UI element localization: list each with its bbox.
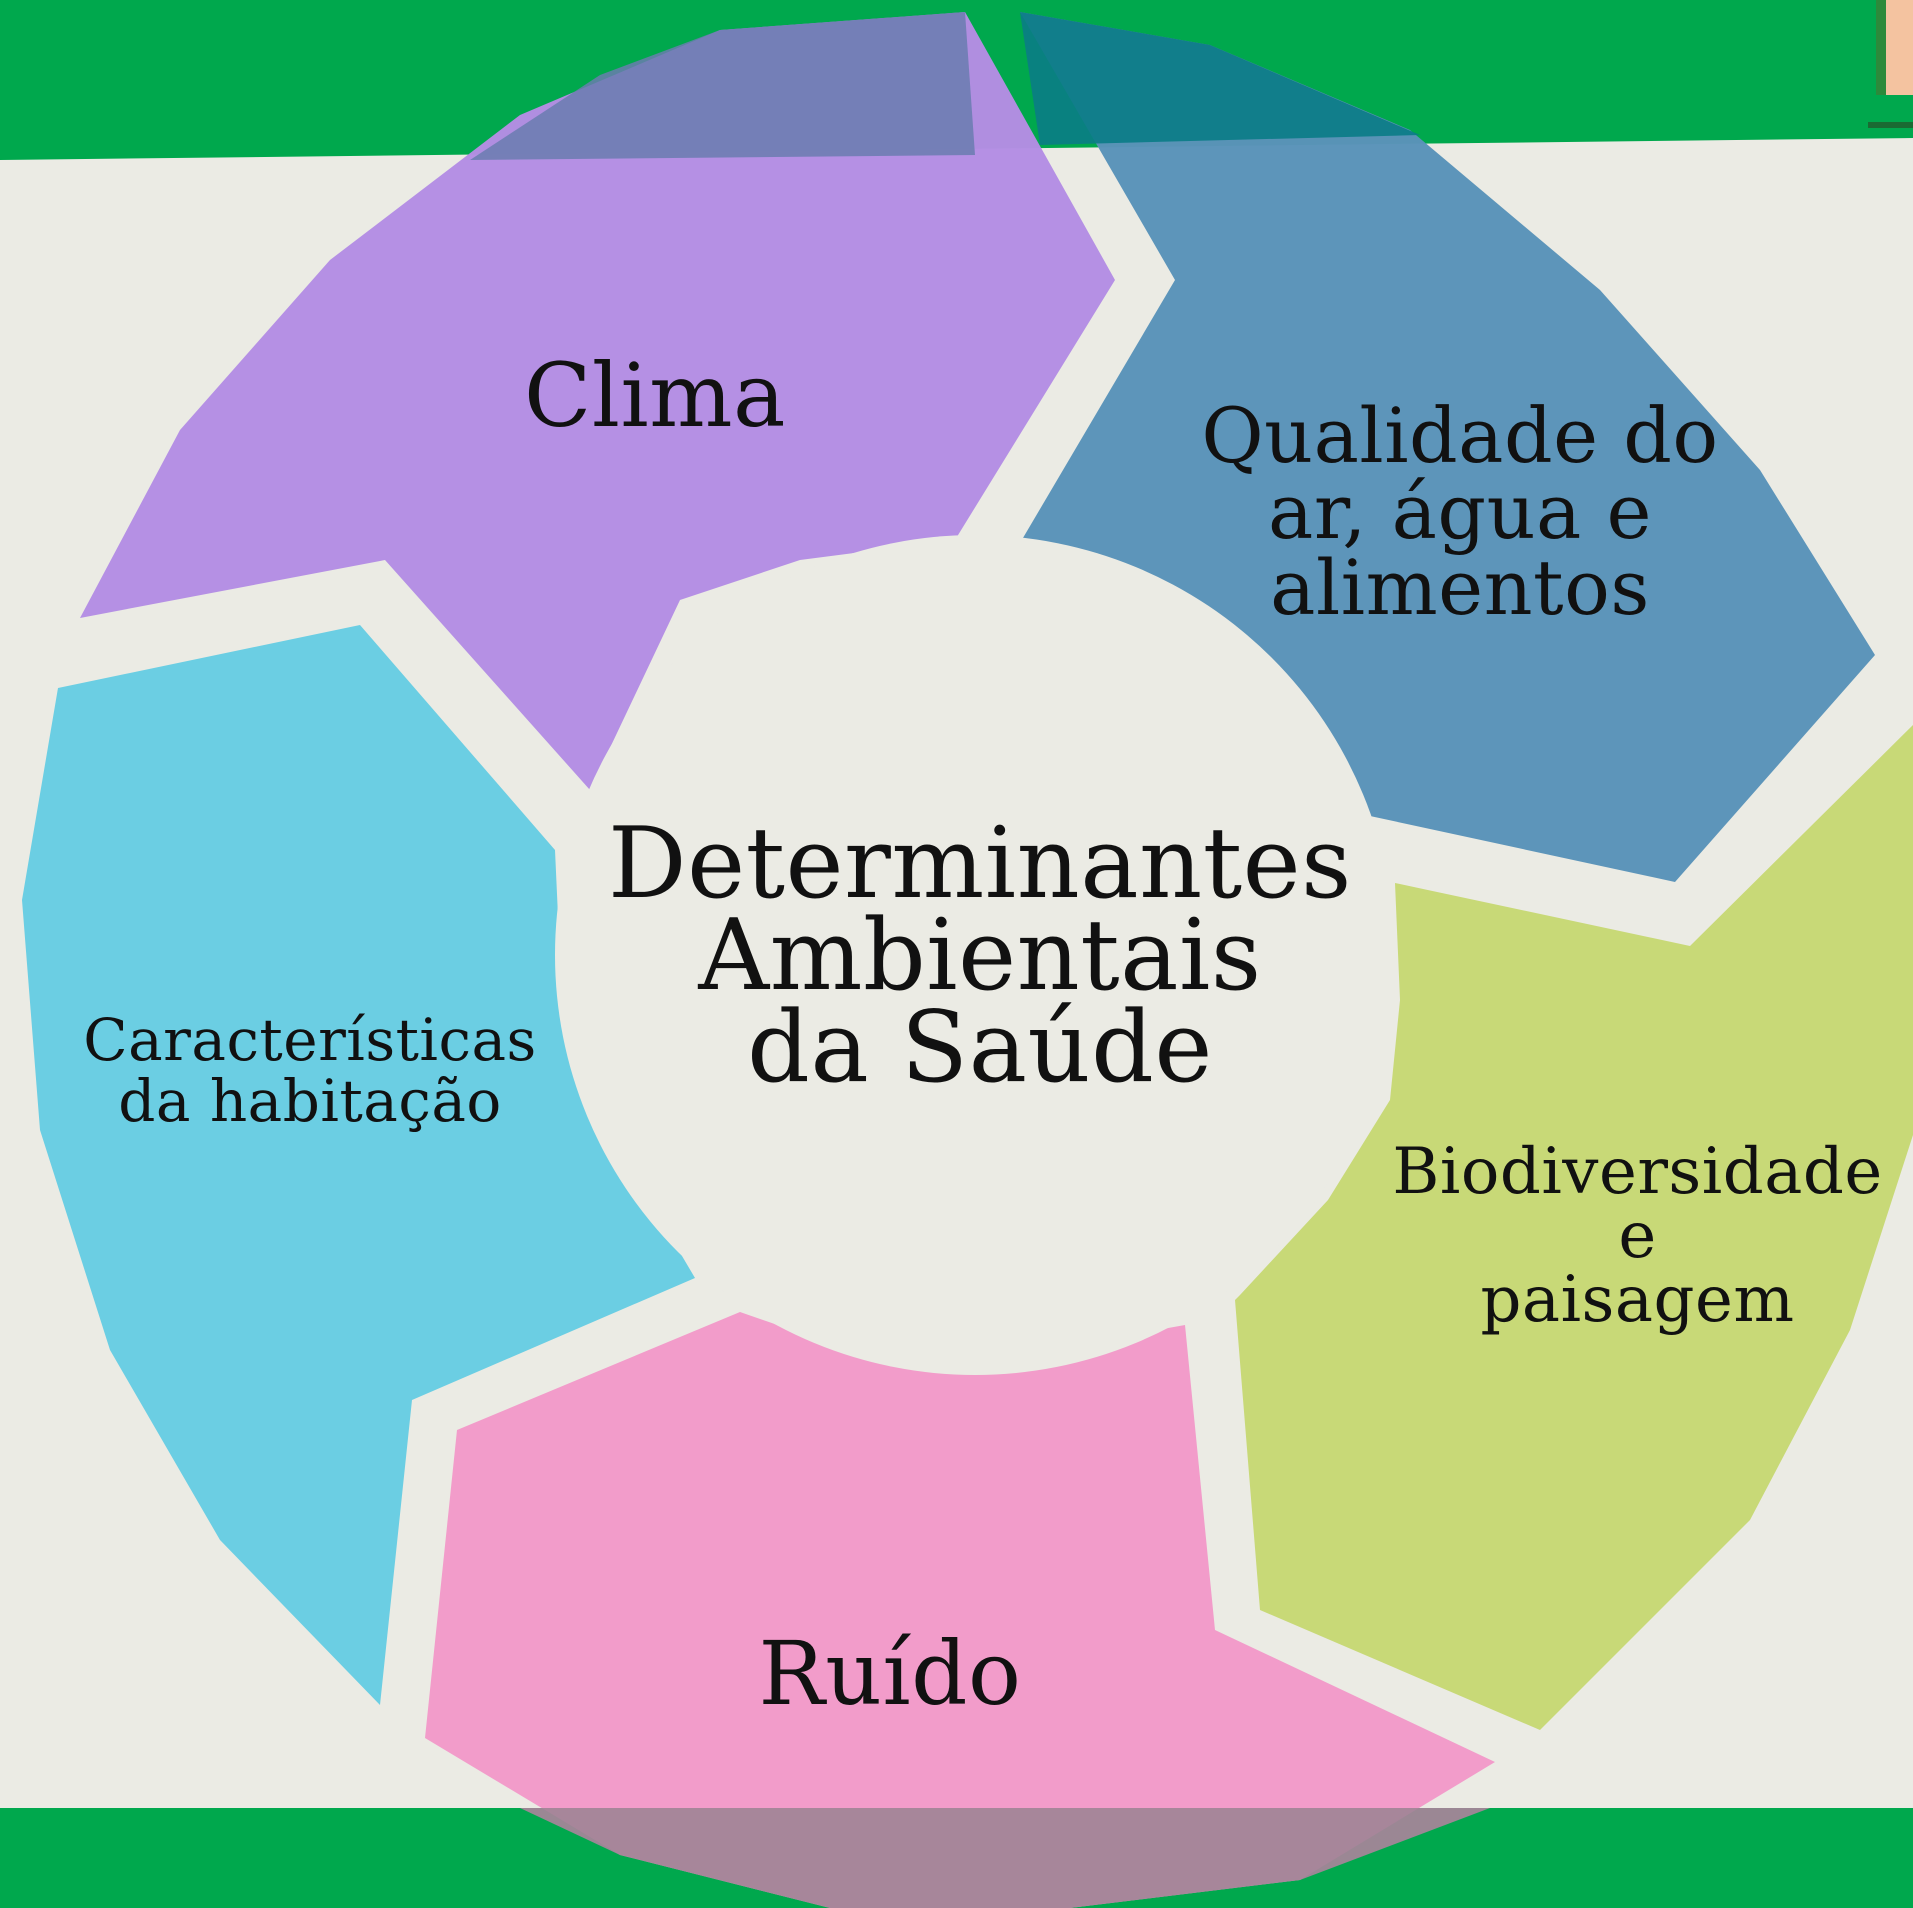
qualidade-band-overlap — [1020, 12, 1420, 145]
segment-label-biodiversidade: Biodiversidade e paisagem — [1392, 1135, 1883, 1337]
segment-label-clima: Clima — [523, 344, 787, 447]
logo-icon — [1868, 0, 1913, 128]
ruido-band-overlap — [520, 1808, 1490, 1908]
segment-biodiversidade — [1235, 725, 1913, 1730]
logo-mark — [1868, 0, 1913, 130]
segment-label-qualidade: Qualidade do ar, água e alimentos — [1201, 391, 1719, 632]
center-circle — [555, 535, 1395, 1375]
segment-ruido — [425, 1312, 1495, 1908]
center-title: Determinantes Ambientais da Saúde — [608, 807, 1352, 1106]
segment-label-ruido: Ruído — [758, 1622, 1022, 1725]
segment-caracteristicas — [22, 625, 695, 1705]
clima-band-overlap — [470, 12, 975, 160]
segment-clima — [80, 12, 1115, 790]
segment-label-caracteristicas: Características da habitação — [83, 1006, 537, 1135]
